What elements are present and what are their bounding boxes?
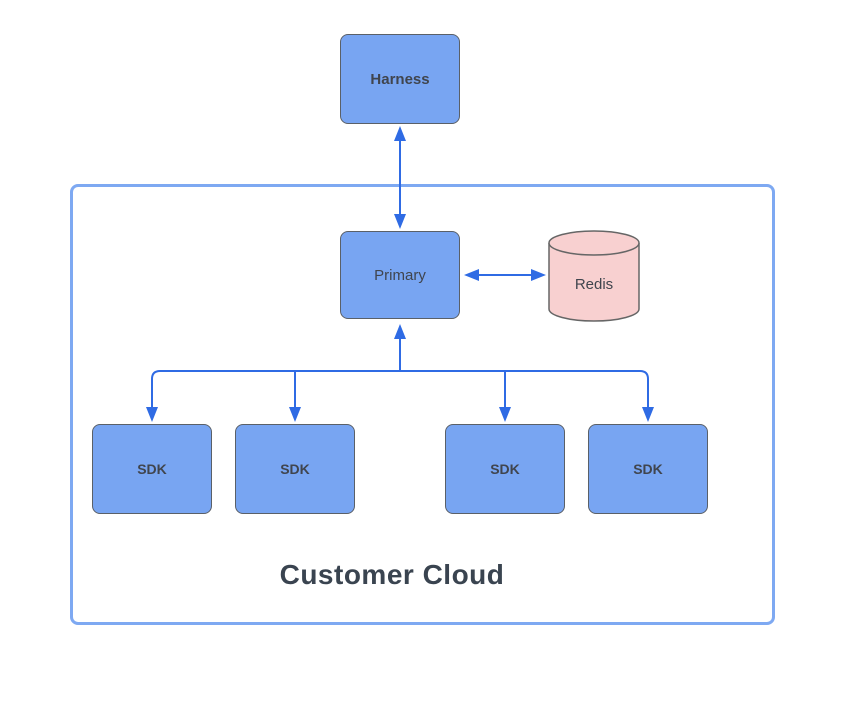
- redis-cylinder: Redis: [548, 230, 640, 322]
- sdk-node-2: SDK: [235, 424, 355, 514]
- sdk-label: SDK: [280, 461, 310, 477]
- cylinder-shape: [548, 230, 640, 322]
- primary-node: Primary: [340, 231, 460, 319]
- customer-cloud-container: [70, 184, 775, 625]
- sdk-node-4: SDK: [588, 424, 708, 514]
- sdk-label: SDK: [137, 461, 167, 477]
- sdk-node-1: SDK: [92, 424, 212, 514]
- arrow-harness-primary: [394, 126, 406, 229]
- arrow-primary-redis: [464, 269, 546, 281]
- harness-node: Harness: [340, 34, 460, 124]
- sdk-node-3: SDK: [445, 424, 565, 514]
- customer-cloud-label: Customer Cloud: [279, 559, 505, 590]
- sdk-label: SDK: [633, 461, 663, 477]
- harness-label: Harness: [370, 70, 430, 88]
- arrow-sdks-bus: [146, 324, 654, 422]
- redis-label: Redis: [574, 275, 614, 293]
- primary-label: Primary: [374, 266, 426, 284]
- sdk-label: SDK: [490, 461, 520, 477]
